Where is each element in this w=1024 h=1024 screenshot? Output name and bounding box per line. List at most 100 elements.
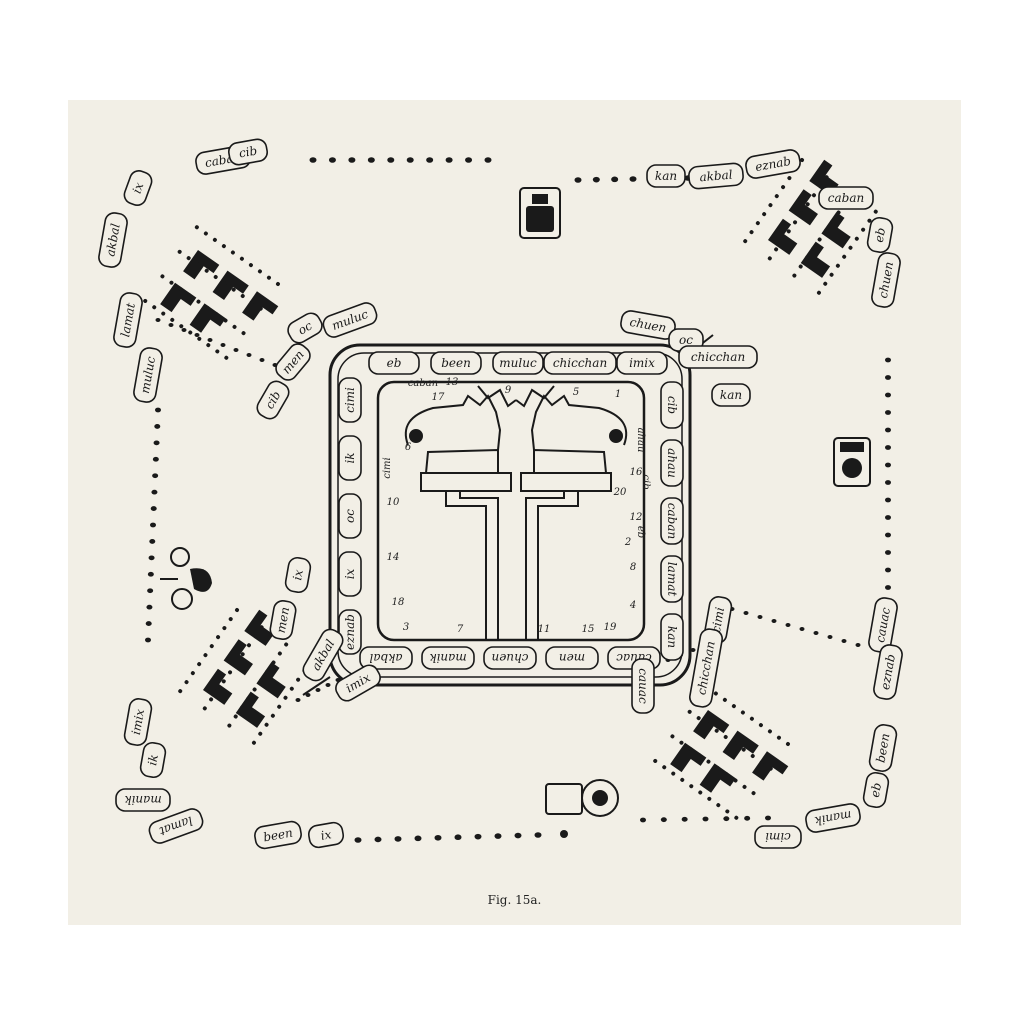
day-sign-cartouche: cauac — [631, 658, 655, 714]
dot-marker — [426, 157, 434, 163]
day-sign-label: cimi — [343, 387, 357, 413]
dot-marker — [239, 256, 244, 261]
day-bar-mark — [244, 609, 274, 646]
dot-marker — [804, 255, 809, 260]
day-bar-mark — [699, 763, 736, 793]
day-sign-cartouche: cib — [660, 381, 684, 429]
dot-marker — [374, 836, 382, 843]
day-sign-label: ahau — [665, 448, 679, 478]
dot-marker — [697, 753, 702, 758]
arm-glyph-group — [653, 685, 790, 820]
day-sign-cartouche: chuen — [620, 310, 676, 340]
dot-marker — [696, 716, 701, 721]
dot-marker — [744, 815, 751, 821]
dot-marker — [680, 777, 685, 782]
dot-marker — [186, 256, 191, 261]
day-sign-cartouche: ix — [284, 556, 312, 594]
dot-marker — [328, 157, 336, 163]
dot-marker — [259, 625, 264, 630]
dot-marker — [885, 515, 891, 520]
day-sign-cartouche: caban — [818, 186, 874, 210]
day-sign-label: chuen — [629, 315, 668, 335]
dot-marker — [181, 328, 187, 332]
day-bar-mark — [788, 189, 818, 226]
day-sign-cartouche: oc — [287, 312, 323, 344]
day-sign-cartouche: kan — [660, 613, 684, 661]
dot-marker — [653, 758, 658, 763]
dot-marker — [702, 816, 709, 822]
dot-marker — [662, 765, 667, 770]
dot-marker — [781, 185, 786, 190]
dot-marker — [873, 209, 878, 214]
day-sign-cartouche: ik — [338, 435, 362, 481]
dot-marker — [414, 835, 422, 842]
tzolkin-number: 17 — [432, 392, 445, 403]
day-sign-cartouche: cimi — [754, 825, 802, 849]
dot-marker — [715, 765, 720, 770]
dot-marker — [145, 621, 152, 626]
day-sign-label: eb — [387, 356, 402, 370]
dot-marker — [687, 709, 692, 714]
dot-marker — [295, 698, 301, 702]
dot-marker — [768, 203, 773, 208]
day-sign-cartouche: eznab — [338, 609, 362, 655]
dot-marker — [690, 648, 696, 652]
day-sign-label: akbal — [699, 168, 733, 185]
dot-marker — [811, 246, 816, 251]
dot-marker — [759, 760, 764, 765]
glyph-top-icon — [519, 187, 561, 239]
day-sign-cartouche: caban — [660, 497, 684, 545]
day-sign-cartouche: imix — [123, 698, 153, 746]
dot-marker — [514, 832, 522, 839]
dot-marker — [231, 287, 236, 292]
tzolkin-number: 14 — [387, 552, 400, 563]
dot-marker — [188, 330, 193, 335]
inner-day-sign: eb — [635, 526, 646, 538]
dot-marker — [765, 815, 771, 821]
day-sign-cartouche: men — [269, 600, 297, 640]
day-sign-label: ix — [130, 180, 147, 195]
day-sign-cartouche: eb — [368, 351, 420, 375]
dot-marker — [289, 686, 294, 691]
day-bar-mark — [242, 291, 279, 321]
dot-marker — [714, 728, 719, 733]
dot-marker — [836, 210, 841, 215]
dot-marker — [195, 262, 200, 267]
day-sign-cartouche: ix — [338, 551, 362, 597]
dot-marker — [203, 653, 208, 658]
dot-marker — [179, 324, 184, 329]
dot-marker — [147, 571, 154, 577]
day-sign-cartouche: men — [545, 646, 599, 670]
dot-marker — [213, 275, 218, 280]
dot-marker — [713, 691, 718, 696]
dot-marker — [786, 229, 791, 234]
dot-marker — [265, 669, 270, 674]
glyph-right-icon — [833, 437, 871, 487]
dot-marker — [824, 175, 829, 180]
dot-marker — [885, 532, 891, 538]
inner-day-sign: ahau — [635, 428, 646, 453]
day-sign-cartouche: kan — [646, 164, 686, 188]
day-sign-label: manik — [429, 651, 466, 665]
day-sign-label: caban — [828, 191, 864, 205]
day-bar-mark — [821, 212, 851, 249]
tzolkin-number: 15 — [582, 624, 595, 635]
day-sign-cartouche: chuen — [483, 646, 537, 670]
dot-marker — [170, 317, 175, 322]
dot-marker — [277, 704, 282, 709]
dot-marker — [209, 644, 214, 649]
day-sign-label: ix — [290, 568, 306, 581]
dot-marker — [774, 194, 779, 199]
day-sign-label: chicchan — [553, 356, 607, 370]
dot-marker — [774, 247, 779, 252]
glyph-left-icon — [160, 547, 212, 610]
day-sign-label: ix — [320, 827, 333, 843]
tzolkin-number: 1 — [615, 389, 621, 400]
dot-marker — [387, 157, 395, 163]
day-sign-cartouche: cauac — [868, 597, 898, 653]
day-bar-mark — [752, 751, 789, 781]
dot-marker — [885, 567, 891, 573]
dot-marker — [296, 677, 301, 682]
